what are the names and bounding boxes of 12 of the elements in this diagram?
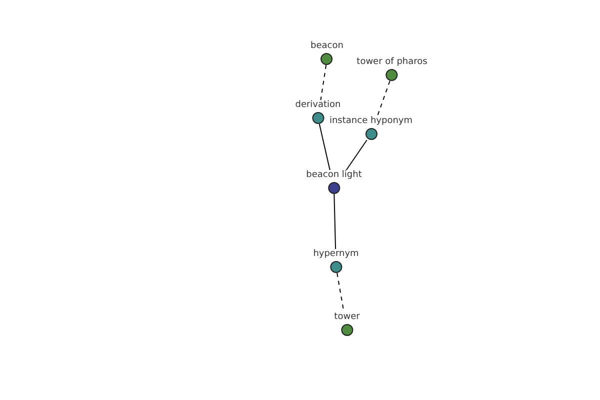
node-label: hypernym (313, 249, 359, 260)
node-label: tower (334, 312, 360, 323)
connector-line (318, 124, 330, 170)
connector-line (346, 140, 368, 170)
node-label: beacon (310, 41, 344, 52)
node-label: instance hyponym (329, 116, 413, 127)
connector-line (376, 80, 390, 116)
node-label: beacon light (306, 170, 362, 181)
node-label: tower of pharos (356, 57, 428, 68)
node-label: derivation (295, 100, 341, 111)
connector-line (320, 64, 327, 100)
connector-line (334, 194, 336, 250)
